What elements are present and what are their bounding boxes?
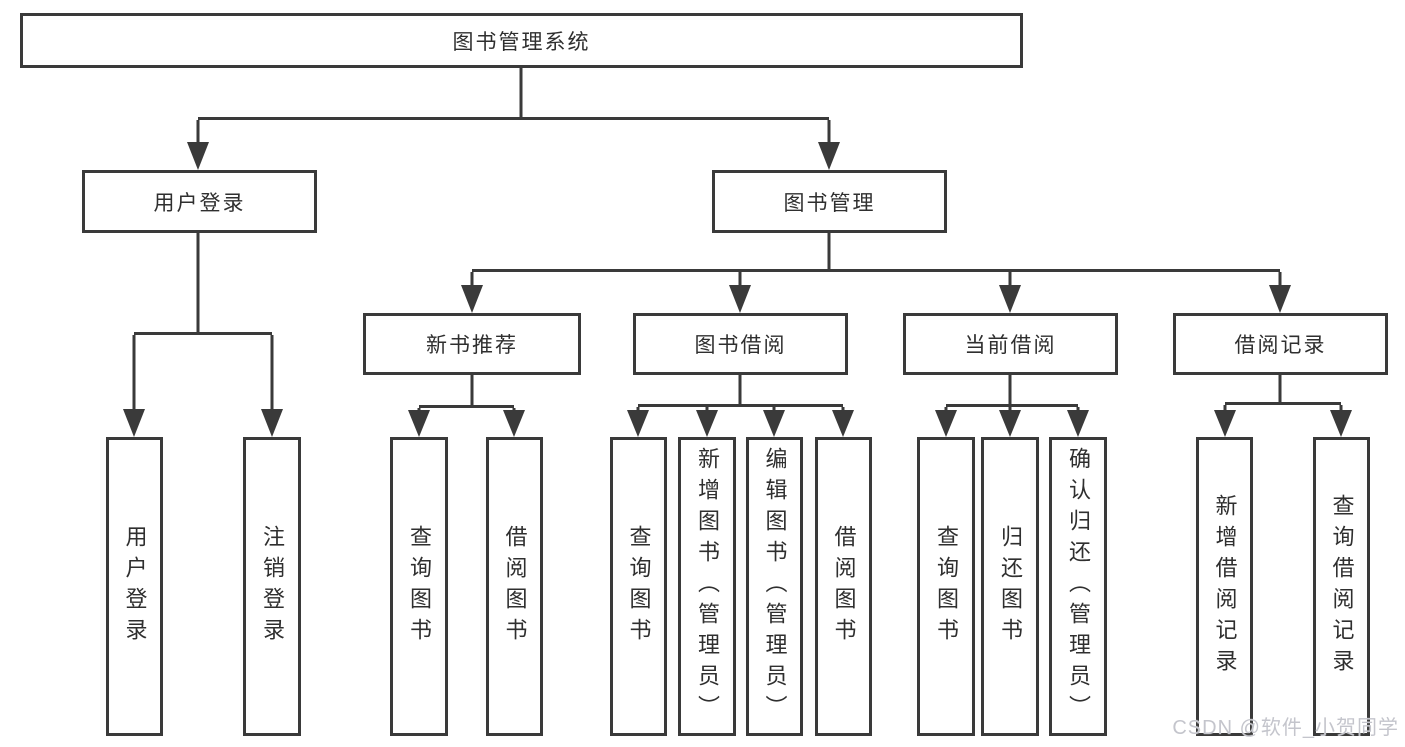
- connector-current-borrow-to-leaves: [935, 375, 1089, 437]
- node-root: 图书管理系统: [20, 13, 1023, 68]
- node-current-borrow: 当前借阅: [903, 313, 1118, 375]
- leaf-user-login: 用户登录: [106, 437, 163, 736]
- leaf-query-borrow-record: 查询借阅记录: [1313, 437, 1370, 736]
- leaf-add-borrow-record: 新增借阅记录: [1196, 437, 1253, 736]
- leaf-borrow-books-recommend: 借阅图书: [486, 437, 543, 736]
- connector-book-borrow-to-leaves: [627, 375, 854, 437]
- connector-borrow-records-to-leaves: [1214, 375, 1352, 437]
- leaf-edit-book-admin: 编辑图书（管理员）: [746, 437, 803, 736]
- connector-book-management-to-level3: [461, 233, 1291, 313]
- leaf-query-books-recommend: 查询图书: [390, 437, 448, 736]
- leaf-query-books-borrow: 查询图书: [610, 437, 667, 736]
- node-user-login: 用户登录: [82, 170, 317, 233]
- connector-new-book-to-leaves: [408, 375, 525, 437]
- node-new-book-recommend: 新书推荐: [363, 313, 581, 375]
- watermark: CSDN @软件_小贺同学: [1172, 717, 1399, 739]
- node-book-borrow: 图书借阅: [633, 313, 848, 375]
- leaf-query-books-current: 查询图书: [917, 437, 975, 736]
- leaf-borrow-books: 借阅图书: [815, 437, 872, 736]
- node-book-management: 图书管理: [712, 170, 947, 233]
- connector-user-login-to-leaves: [123, 233, 283, 437]
- connector-root-to-level2: [187, 68, 840, 170]
- leaf-logout: 注销登录: [243, 437, 301, 736]
- leaf-confirm-return-admin: 确认归还（管理员）: [1049, 437, 1107, 736]
- node-borrow-records: 借阅记录: [1173, 313, 1388, 375]
- leaf-add-book-admin: 新增图书（管理员）: [678, 437, 736, 736]
- leaf-return-book: 归还图书: [981, 437, 1039, 736]
